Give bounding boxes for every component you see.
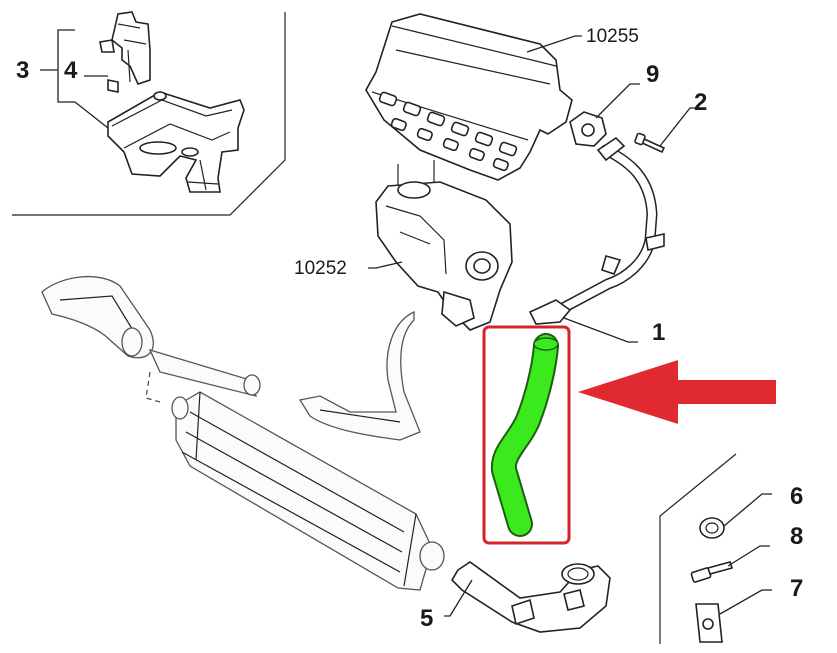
intercooler [171,391,445,591]
label-part-5: 5 [420,605,433,632]
label-part-6: 6 [790,483,803,510]
label-ref-10252: 10252 [294,258,347,279]
intake-manifold: 10255 [365,13,639,181]
highlighted-hose [490,333,559,537]
manifold-ports [378,91,518,172]
label-part-7: 7 [790,575,803,602]
inset-box-top-left: 3 4 [12,11,286,216]
small-bolt-part: 8 [690,523,803,583]
label-part-2: 2 [694,89,707,116]
washer-part: 6 [699,483,803,539]
turbocharger: 10252 [294,160,513,331]
label-part-9: 9 [646,61,659,88]
oil-pipe-part: 1 [528,136,665,346]
inset-box-bottom-right: 6 8 7 [659,453,803,644]
bracket-part [107,91,245,193]
label-part-1: 1 [652,319,665,346]
hose-part-5: 5 [420,561,611,633]
intercooler-pipe-right [298,310,421,441]
gasket-part: 9 [569,61,659,147]
intercooler-pipe-left [41,275,261,403]
clip-part [99,11,151,93]
label-ref-10255: 10255 [586,26,639,47]
label-part-8: 8 [790,523,803,550]
left-pointing-arrow-icon [578,360,776,424]
label-part-3: 3 [16,57,29,84]
label-part-4: 4 [64,57,78,84]
plate-part: 7 [695,575,803,643]
bolt-part: 2 [634,89,707,154]
highlight-box [482,325,571,545]
